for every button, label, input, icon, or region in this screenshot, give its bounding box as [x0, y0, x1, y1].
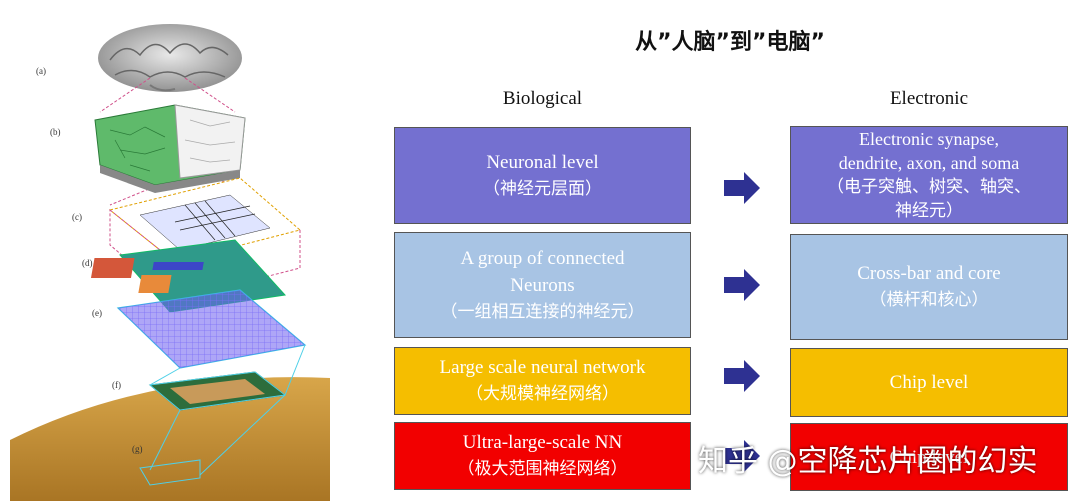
label-c: (c) — [72, 212, 82, 222]
elec-box-en: Chip level — [889, 446, 969, 468]
column-heading-biological: Biological — [502, 88, 583, 109]
brain-icon — [98, 24, 242, 92]
elec-box-crossbar: Cross-bar and core （横杆和核心） — [790, 234, 1068, 340]
elec-box-en-2: dendrite, axon, and soma — [838, 153, 1020, 173]
label-f: (f) — [112, 380, 121, 390]
bio-box-ultra-large: Ultra-large-scale NN （极大范围神经网络） — [394, 422, 691, 490]
elec-box-chip-level-2: Chip level — [790, 423, 1068, 491]
bio-box-en: Ultra-large-scale NN — [462, 432, 623, 453]
elec-box-zh-1: （电子突触、树突、轴突、 — [827, 177, 1031, 197]
bio-box-zh: （神经元层面） — [483, 178, 602, 199]
elec-box-zh: （横杆和核心） — [869, 290, 989, 310]
bio-box-en-2: Neurons — [510, 274, 575, 296]
elec-box-en: Cross-bar and core — [857, 263, 1001, 284]
arrow-right-icon — [724, 440, 760, 472]
elec-box-en-1: Electronic synapse, — [859, 129, 999, 149]
bio-box-zh: （一组相互连接的神经元） — [440, 301, 645, 322]
elec-box-zh-2: 神经元） — [895, 201, 963, 221]
bio-box-en: Large scale neural network — [439, 357, 646, 378]
watermark-text: 知乎 @空降芯片圈的幻实 — [698, 444, 1038, 479]
circuit-plane — [108, 177, 302, 302]
arrow-right-icon — [724, 269, 760, 301]
label-d: (d) — [82, 258, 93, 268]
packaged-chip — [148, 371, 287, 411]
elec-box-en: Chip level — [889, 372, 969, 393]
wafer — [10, 377, 330, 501]
bio-box-zh: （大规模神经网络） — [466, 384, 619, 404]
label-g: (g) — [132, 444, 143, 454]
diagram-title: 从”人脑”到”电脑” — [635, 30, 825, 55]
arrow-right-icon — [724, 172, 760, 204]
brain-to-chip-illustration — [10, 24, 330, 501]
bio-box-zh: （极大范围神经网络） — [457, 459, 628, 479]
bio-box-large-scale: Large scale neural network （大规模神经网络） — [394, 347, 691, 415]
column-heading-electronic: Electronic — [889, 88, 969, 109]
label-e: (e) — [92, 308, 102, 318]
bio-box-connected-neurons: A group of connected Neurons （一组相互连接的神经元… — [394, 232, 691, 338]
arrow-right-icon — [724, 360, 760, 392]
bio-box-neuronal-level: Neuronal level （神经元层面） — [394, 127, 691, 224]
neuron-array — [116, 289, 307, 369]
neuron-tile — [94, 104, 246, 193]
bio-box-en-1: A group of connected — [460, 247, 625, 269]
bio-box-en: Neuronal level — [486, 151, 599, 173]
elec-box-synapse: Electronic synapse, dendrite, axon, and … — [790, 126, 1068, 224]
label-b: (b) — [50, 127, 61, 137]
elec-box-chip-level: Chip level — [790, 348, 1068, 417]
label-a: (a) — [36, 66, 46, 76]
